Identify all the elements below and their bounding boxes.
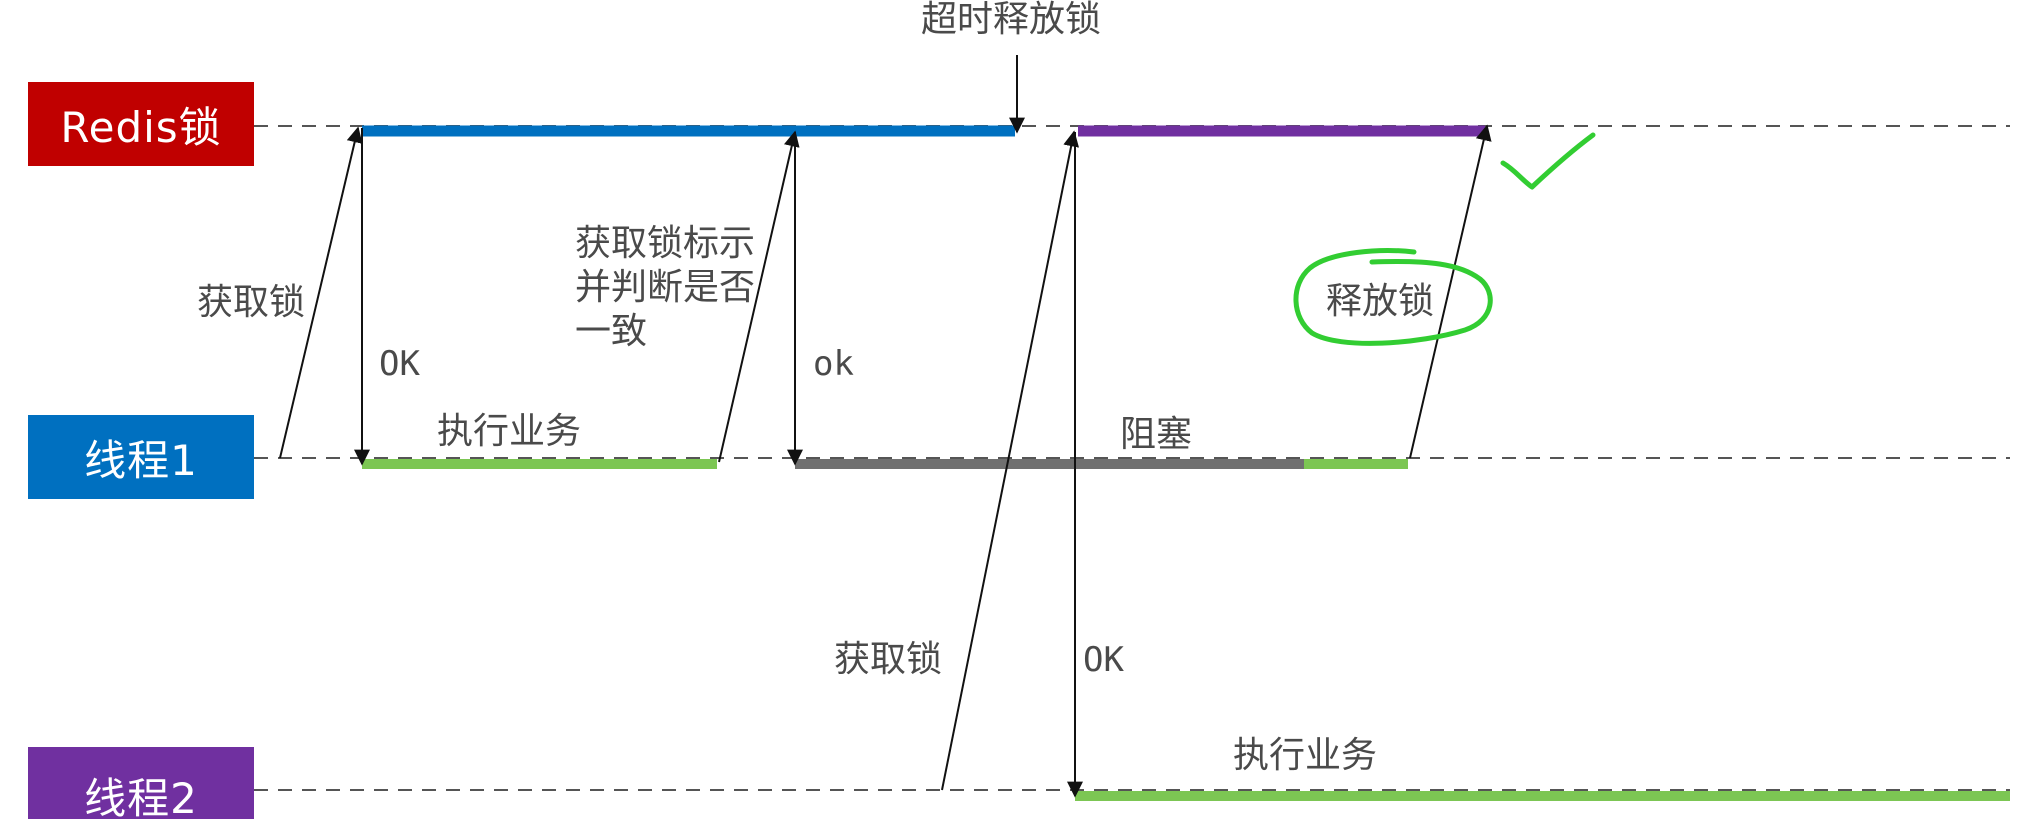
label-ok-thread2: OK bbox=[1083, 640, 1124, 680]
thread1-acquire-arrow bbox=[279, 126, 363, 459]
label-run-business-thread1: 执行业务 bbox=[437, 411, 582, 452]
label-acquire-lock-thread1: 获取锁 bbox=[197, 282, 306, 323]
checkmark-icon bbox=[1500, 132, 1596, 190]
label-ok-thread1: OK bbox=[379, 344, 420, 384]
lane-label-thread1: 线程1 bbox=[28, 415, 254, 499]
label-ok-thread1-second: ok bbox=[813, 344, 854, 384]
thread1-check-arrow bbox=[718, 130, 800, 463]
label-acquire-lock-thread2: 获取锁 bbox=[834, 639, 943, 680]
circle-annotation-icon bbox=[1293, 248, 1493, 346]
label-timeout-release: 超时释放锁 bbox=[921, 0, 1102, 40]
lane-label-thread2: 线程2 bbox=[28, 747, 254, 823]
thread2-acquire-arrow bbox=[941, 130, 1080, 791]
label-check-lock-id: 获取锁标示 并判断是否 一致 bbox=[575, 223, 756, 352]
thread1-release-arrow bbox=[1409, 124, 1492, 459]
label-blocked: 阻塞 bbox=[1120, 414, 1193, 455]
label-release-lock: 释放锁 bbox=[1326, 281, 1435, 322]
label-run-business-thread2: 执行业务 bbox=[1233, 735, 1378, 776]
lane-label-redis-lock: Redis锁 bbox=[28, 82, 254, 166]
